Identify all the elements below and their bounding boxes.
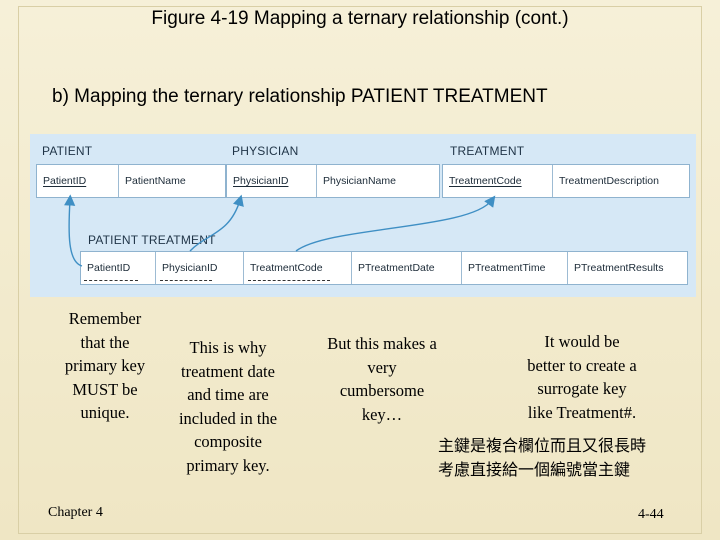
patient-treatment-field-treatmentcode: TreatmentCode [244, 252, 352, 284]
physician-field-physicianid: PhysicianID [227, 165, 317, 197]
footer-page-number: 4-44 [638, 507, 664, 522]
note2-line: included in the [178, 408, 278, 428]
patient-treatment-field-ptreatmentresults: PTreatmentResults [574, 262, 664, 274]
treatment-table: TreatmentCode TreatmentDescription [442, 164, 690, 198]
chinese-line: 主鍵是複合欄位而且又很長時 [438, 436, 647, 455]
note-cumbersome-key: But this makes a very cumbersome key… [304, 332, 460, 426]
note2-line: composite [194, 432, 262, 451]
treatment-field-treatmentdescription: TreatmentDescription [559, 175, 659, 187]
note3-line: cumbersome [339, 381, 425, 400]
note4-line: better to create a [527, 355, 637, 375]
foreign-key-arrows [64, 194, 496, 267]
note2-line: This is why [189, 338, 267, 357]
fk-underline-patientid [84, 280, 138, 281]
patient-table-title: PATIENT [42, 144, 93, 158]
note-surrogate-key: It would be better to create a surrogate… [498, 330, 666, 424]
patient-treatment-field-physicianid: PhysicianID [156, 252, 244, 284]
note2-line: primary key. [186, 455, 270, 475]
note-remember-unique: Remember that the primary key MUST be un… [40, 307, 170, 425]
patient-treatment-field-ptreatmentdate: PTreatmentDate [352, 252, 462, 284]
note1-line: primary key [64, 356, 146, 375]
note3-line: But this makes a [327, 334, 437, 353]
physician-table: PhysicianID PhysicianName [226, 164, 440, 198]
note1-line: unique. [80, 403, 130, 422]
note2-line: and time are [187, 385, 269, 404]
treatment-field-treatmentcode: TreatmentCode [443, 165, 553, 197]
note3-line: key… [361, 404, 403, 424]
patient-table: PatientID PatientName [36, 164, 226, 198]
patient-field-patientname: PatientName [125, 175, 186, 187]
note4-line: It would be [544, 332, 620, 351]
patient-field-patientid: PatientID [37, 165, 119, 197]
chinese-line: 考慮直接給一個編號當主鍵 [438, 460, 631, 479]
note3-line: very [367, 357, 397, 377]
physician-table-title: PHYSICIAN [232, 144, 299, 158]
treatment-table-title: TREATMENT [450, 144, 525, 158]
slide-title: Figure 4-19 Mapping a ternary relationsh… [151, 8, 569, 29]
fk-arrow-treatmentcode [295, 195, 496, 252]
slide-frame [18, 6, 702, 534]
note-chinese: 主鍵是複合欄位而且又很長時 考慮直接給一個編號當主鍵 [438, 434, 708, 482]
footer-chapter: Chapter 4 [48, 505, 103, 520]
relational-schema-diagram: PATIENT PatientID PatientName PHYSICIAN … [30, 134, 696, 297]
patient-treatment-field-patientid: PatientID [81, 252, 156, 284]
patient-treatment-table: PatientID PhysicianID TreatmentCode PTre… [80, 251, 688, 285]
physician-field-physicianname: PhysicianName [323, 175, 396, 187]
patient-treatment-table-title: PATIENT TREATMENT [88, 233, 216, 247]
fk-underline-physicianid [160, 280, 212, 281]
note2-line: treatment date [181, 361, 275, 381]
note1-line: that the [80, 332, 130, 352]
fk-arrow-patientid [64, 194, 83, 267]
note4-line: surrogate key [537, 379, 627, 398]
note4-line: like Treatment#. [527, 402, 637, 422]
fk-underline-treatmentcode [248, 280, 330, 281]
note-composite-key: This is why treatment date and time are … [160, 336, 296, 477]
slide-subtitle: b) Mapping the ternary relationship PATI… [52, 86, 548, 107]
note1-line: MUST be [72, 379, 138, 399]
fk-arrow-physicianid [189, 194, 244, 252]
patient-treatment-field-ptreatmenttime: PTreatmentTime [462, 252, 568, 284]
note1-line: Remember [68, 309, 142, 328]
